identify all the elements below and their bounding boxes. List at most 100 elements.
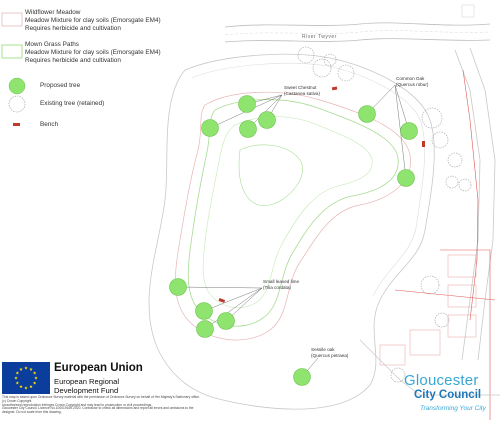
eu-star-icon [15, 381, 20, 385]
proposed-tree-icon [196, 320, 214, 338]
boundary-red-3 [394, 289, 496, 301]
internal-path [238, 144, 303, 207]
proposed-tree-icon [258, 111, 276, 129]
bench-icon [331, 86, 338, 91]
existing-tree-icon [390, 367, 406, 383]
boundary-red-2 [440, 249, 491, 420]
existing-tree-icon [312, 58, 332, 78]
legend-bench-label: Bench [40, 121, 59, 128]
site-boundary-inner [191, 63, 425, 297]
gloucester-city-council-logo: Gloucester City Council Transforming You… [404, 372, 500, 427]
eu-star-icon [32, 371, 37, 375]
footnote-line: designer. Do not scale from this drawing… [2, 410, 62, 415]
building-4 [409, 329, 441, 356]
eu-title: European Union [54, 362, 143, 374]
existing-tree-icon [445, 175, 459, 189]
existing-tree-icon [323, 53, 337, 67]
proposed-tree-icon [217, 312, 235, 330]
site-boundary [148, 53, 435, 410]
annotation-sweet-chestnut-name: Sweet Chestnut [284, 85, 317, 90]
copyright-footnote: This map is based upon Ordnance Survey m… [2, 395, 302, 415]
wildflower-swatch [1, 12, 23, 27]
legend-mown-line1: Meadow Mixture for clay soils (Emorsgate… [25, 49, 161, 57]
annotation-sessile-oak: Sessile oak (Quercus petraea) [311, 347, 348, 358]
annotation-small-leaved-lime-name: Small leaved lime [263, 279, 299, 284]
eu-subtitle-line2: Development Fund [54, 386, 119, 395]
proposed-tree-icon [293, 368, 311, 386]
annotation-sessile-oak-latin: (Quercus petraea) [311, 352, 349, 358]
building-3 [447, 314, 477, 338]
road-edge-1 [454, 49, 481, 361]
existing-tree-legend-icon [8, 95, 26, 113]
road-lower [359, 339, 500, 396]
legend-wildflower-line2: Requires herbicide and cultivation [25, 25, 121, 33]
legend-mown-line2: Requires herbicide and cultivation [25, 57, 121, 65]
proposed-tree-icon [195, 302, 213, 320]
legend-wildflower-line1: Meadow Mixture for clay soils (Emorsgate… [25, 17, 161, 25]
eu-star-icon [24, 366, 28, 370]
existing-tree-icon [431, 131, 449, 149]
bench-legend-icon [13, 123, 20, 126]
legend-wildflower-title: Wildflower Meadow [25, 9, 81, 16]
logo-tagline: Transforming Your City [420, 405, 486, 412]
eu-star-icon [29, 384, 33, 389]
eu-subtitle-line1: European Regional [54, 377, 120, 386]
river-centre [224, 30, 491, 36]
annotation-sweet-chestnut: Sweet Chestnut (Castanea sativa) [284, 85, 320, 96]
eu-star-icon [14, 376, 18, 380]
bench-icon [422, 141, 425, 147]
annotation-common-oak-name: Common Oak [396, 76, 425, 81]
river-bank-north [224, 22, 491, 28]
existing-tree-icon [337, 64, 355, 82]
eu-funding-block: European Union European Regional Develop… [2, 362, 172, 395]
mown-grass-path [187, 99, 399, 327]
proposed-tree-icon [400, 122, 418, 140]
proposed-tree-icon [169, 278, 187, 296]
boundary-red-1 [462, 69, 479, 321]
river-label: River Twyver [302, 34, 337, 40]
annotation-sessile-oak-name: Sessile oak [311, 347, 335, 352]
logo-middle-text: City Council [414, 389, 482, 401]
leader-line [177, 286, 263, 289]
leader-line [203, 287, 263, 312]
proposed-tree-legend-icon [8, 77, 26, 95]
eu-flag-graphic [2, 362, 50, 394]
proposed-tree-icon [397, 169, 415, 187]
legend-mown: Mown Grass Paths Meadow Mixture for clay… [25, 41, 161, 66]
building-2 [447, 284, 477, 308]
building-1 [447, 254, 477, 278]
legend-proposed-tree-label: Proposed tree [40, 82, 81, 89]
existing-tree-icon [297, 46, 315, 64]
leader-line [204, 287, 263, 330]
existing-tree-icon [421, 107, 443, 129]
existing-tree-icon [434, 312, 450, 328]
road-edge-2 [469, 47, 496, 361]
eu-subtitle: European Regional Development Fund [54, 377, 119, 395]
proposed-tree-icon [201, 119, 219, 137]
eu-flag [2, 362, 50, 394]
bench-icon [218, 298, 226, 303]
annotation-small-leaved-lime-latin: (Tilia cordata) [263, 284, 291, 290]
building-6 [461, 4, 475, 18]
legend-mown-title: Mown Grass Paths [25, 41, 79, 48]
eu-star-icon [24, 386, 28, 390]
eu-star-icon [29, 367, 33, 371]
annotation-sweet-chestnut-latin: (Castanea sativa) [284, 90, 321, 96]
proposed-tree-icon [358, 105, 376, 123]
legend-wildflower: Wildflower Meadow Meadow Mixture for cla… [25, 9, 161, 34]
proposed-tree-icon [238, 95, 256, 113]
existing-tree-icon [420, 275, 440, 295]
footnote-line: (c) Crown Copyright [2, 398, 32, 403]
annotation-common-oak-latin: (Quercus robur) [396, 81, 429, 87]
river-bank-south [224, 38, 491, 43]
eu-star-icon [19, 367, 23, 371]
footnote-line: This map is based upon Ordnance Survey m… [2, 395, 200, 399]
eu-star-icon [19, 384, 23, 389]
eu-star-icon [34, 376, 38, 380]
existing-tree-icon [447, 152, 463, 168]
mown-grass-path-inner [202, 116, 373, 309]
mown-swatch [1, 44, 23, 59]
existing-tree-icon [458, 178, 472, 192]
